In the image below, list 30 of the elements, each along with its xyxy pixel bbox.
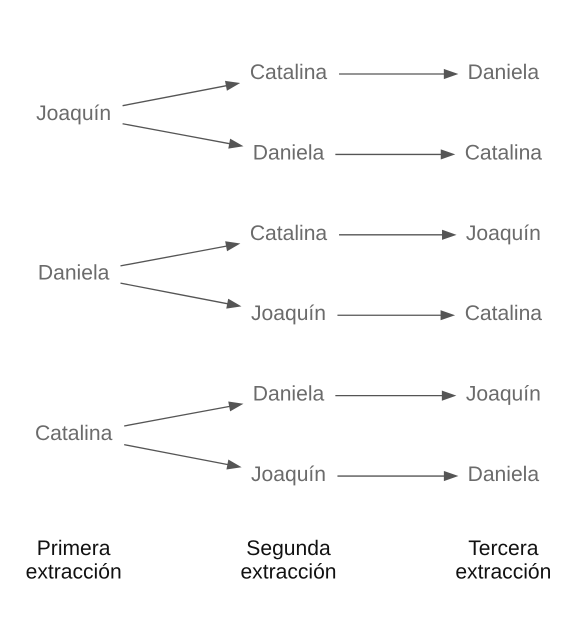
node-text: Joaquín — [466, 221, 541, 244]
arrow — [335, 148, 456, 159]
node-text: Catalina — [250, 60, 328, 84]
arrow — [335, 390, 456, 400]
label: Tercera extracción — [455, 536, 552, 584]
arrow — [339, 229, 457, 240]
arrow — [124, 444, 242, 470]
label: Primera extracción — [26, 536, 122, 584]
node-text: Daniela — [468, 60, 540, 84]
node-text: Catalina — [34, 422, 112, 445]
node-text: Daniela — [252, 382, 324, 406]
arrow — [337, 310, 456, 320]
arrow — [120, 240, 240, 266]
arrow — [122, 80, 240, 106]
node-text: Joaquín — [466, 382, 541, 406]
node-text: Daniela — [252, 140, 324, 164]
label: Segunda extracción — [240, 536, 337, 584]
node-text: Joaquín — [36, 101, 112, 124]
arrow — [124, 400, 244, 426]
node-text: Catalina — [464, 140, 542, 164]
node-text: Daniela — [38, 260, 110, 284]
arrow — [120, 282, 242, 308]
node-text: Catalina — [464, 302, 542, 325]
arrow — [337, 470, 458, 481]
node-text: Joaquín — [250, 302, 326, 325]
arrow — [122, 122, 244, 148]
node-text: Catalina — [250, 221, 328, 244]
arrow — [339, 68, 458, 79]
node-text: Daniela — [468, 462, 540, 486]
node-text: Joaquín — [250, 462, 326, 486]
